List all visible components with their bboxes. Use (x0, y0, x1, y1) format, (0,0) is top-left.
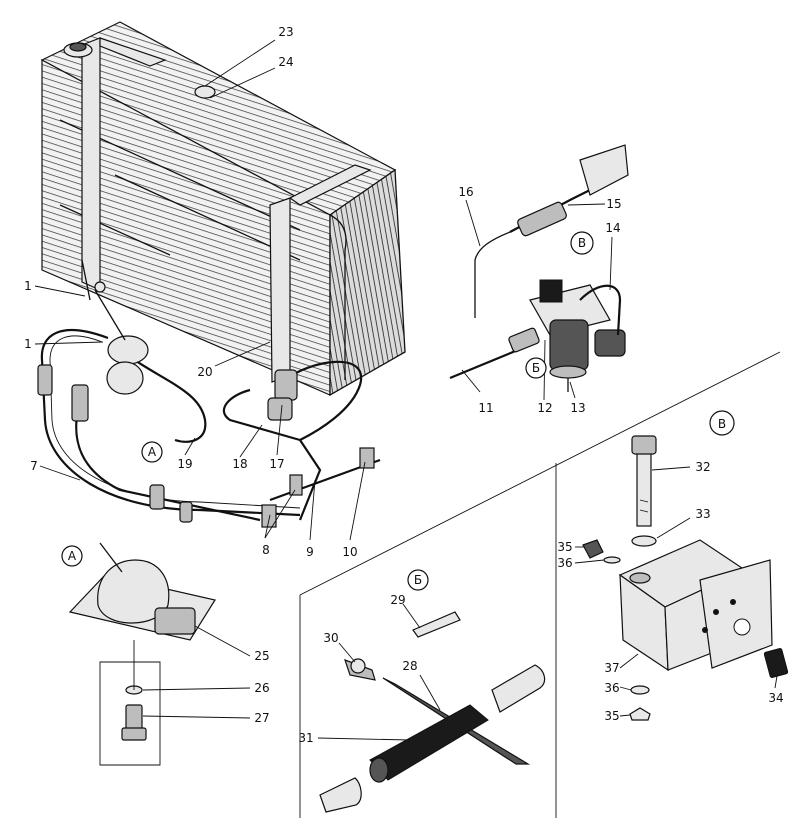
view-label-b: Б (532, 361, 540, 375)
callout-33: 33 (695, 507, 710, 521)
callout-20: 20 (197, 365, 212, 379)
view-label-a-detail: А (68, 549, 77, 563)
detail-v (582, 435, 789, 721)
callout-18: 18 (232, 457, 247, 471)
view-markers (61, 231, 735, 591)
labels: А Б В В А Б 23 24 1 1 7 8 9 10 11 12 13 … (24, 25, 783, 745)
callout-13: 13 (570, 401, 585, 415)
callout-28: 28 (402, 659, 417, 673)
callout-36-lower: 36 (604, 681, 619, 695)
detail-b (319, 611, 546, 813)
callout-25: 25 (254, 649, 269, 663)
callout-29: 29 (390, 593, 405, 607)
callout-37: 37 (604, 661, 619, 675)
view-label-a: А (148, 445, 157, 459)
callout-17: 17 (269, 457, 284, 471)
callout-14: 14 (605, 221, 620, 235)
callout-12: 12 (537, 401, 552, 415)
callout-35-upper: 35 (557, 540, 572, 554)
callout-7: 7 (30, 459, 38, 473)
callout-31: 31 (298, 731, 313, 745)
leader-lines (34, 39, 778, 741)
fuel-tank (40, 21, 406, 397)
detail-a (68, 542, 216, 766)
fuel-filter-assembly (449, 144, 629, 392)
callout-8: 8 (262, 543, 270, 557)
callout-11: 11 (478, 401, 493, 415)
callout-1-upper: 1 (24, 279, 32, 293)
view-label-b-detail: Б (414, 573, 422, 587)
callout-16: 16 (458, 185, 473, 199)
callout-19: 19 (177, 457, 192, 471)
section-dividers (299, 351, 781, 818)
callout-23: 23 (278, 25, 293, 39)
callout-27: 27 (254, 711, 269, 725)
callout-30: 30 (323, 631, 338, 645)
callout-34: 34 (768, 691, 783, 705)
callout-36-upper: 36 (557, 556, 572, 570)
callout-24: 24 (278, 55, 293, 69)
callout-35-lower: 35 (604, 709, 619, 723)
callout-26: 26 (254, 681, 269, 695)
callout-10: 10 (342, 545, 357, 559)
callout-15: 15 (606, 197, 621, 211)
callout-9: 9 (306, 545, 314, 559)
callout-1-lower: 1 (24, 337, 32, 351)
view-label-v-detail: В (718, 417, 726, 431)
fuel-lines (37, 259, 381, 528)
callout-32: 32 (695, 460, 710, 474)
view-label-v: В (578, 236, 586, 250)
